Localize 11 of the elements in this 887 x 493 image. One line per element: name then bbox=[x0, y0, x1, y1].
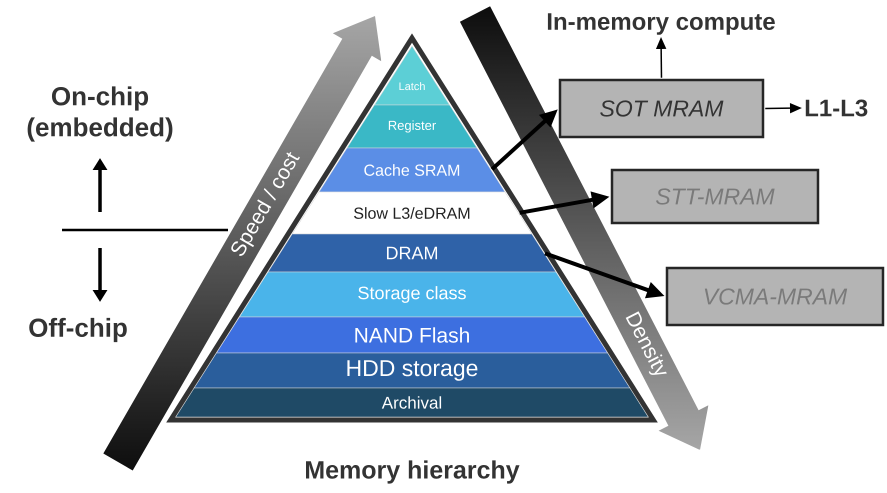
pyramid-band: HDD storage bbox=[194, 352, 630, 388]
level-text: L1-L3 bbox=[806, 100, 868, 116]
side-label: On-chip (embedded) bbox=[28, 86, 172, 142]
memory-box: STT-MRAM bbox=[610, 168, 820, 224]
pyramid-band: Slow L3/eDRAM bbox=[292, 192, 532, 234]
pyramid-band: Archival bbox=[175, 388, 649, 418]
memory-box: VCMA-MRAM bbox=[666, 266, 884, 326]
caption: Memory hierarchy bbox=[306, 460, 520, 484]
memory-box: SOT MRAM bbox=[558, 78, 764, 138]
side-label: Off-chip bbox=[29, 318, 127, 342]
heading-text: In-memory compute bbox=[548, 13, 775, 35]
